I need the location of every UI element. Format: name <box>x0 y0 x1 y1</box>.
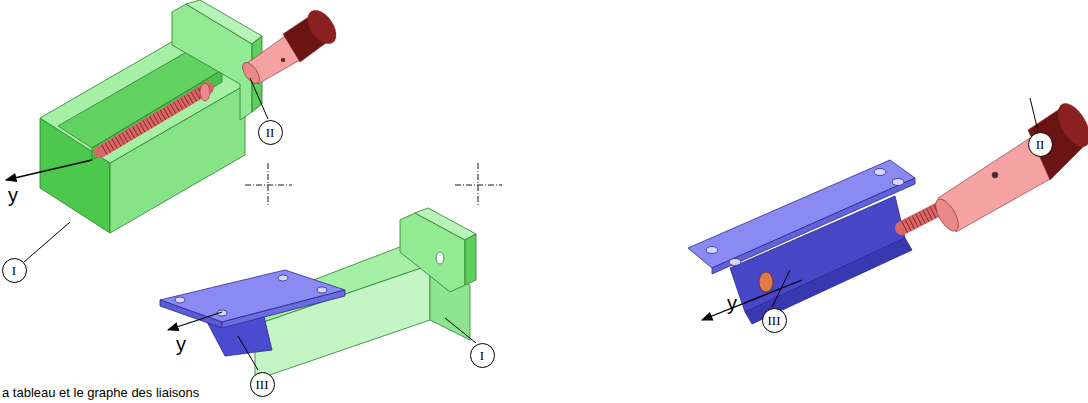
drawing-part <box>238 336 258 370</box>
drawing-part <box>931 195 963 234</box>
drawing-part <box>415 208 476 240</box>
drawing-part <box>92 70 222 160</box>
drawing-part <box>24 222 70 262</box>
callout-number: III <box>256 378 269 391</box>
drawing-part <box>712 178 915 274</box>
drawing-part <box>706 247 718 254</box>
callout-number: I <box>480 349 484 362</box>
drawing-part <box>317 287 327 293</box>
axis-label: y <box>727 292 737 314</box>
drawing-part <box>1052 98 1088 152</box>
leader-line <box>24 78 1038 370</box>
drawing-part <box>436 252 444 264</box>
drawing-part <box>168 312 222 330</box>
drawing-part <box>688 160 915 268</box>
drawing-part <box>222 290 345 328</box>
callout-circle: I <box>470 343 495 368</box>
drawing-part <box>455 185 502 186</box>
screw <box>759 206 945 292</box>
drawing-part <box>892 179 904 186</box>
callout-number: II <box>1036 138 1045 151</box>
callout-circle: II <box>1028 132 1053 157</box>
drawing-part <box>278 275 288 281</box>
axis-label: y <box>8 184 18 206</box>
drawing-part <box>200 83 210 101</box>
drawing-part <box>268 163 269 207</box>
screw <box>100 83 210 152</box>
callout-circle: III <box>250 372 275 397</box>
drawing-part <box>175 297 185 303</box>
blue-slider <box>160 270 345 356</box>
drawing-part <box>104 90 205 150</box>
drawing-part <box>874 169 886 176</box>
callout-circle: III <box>762 308 787 333</box>
drawing-part <box>6 160 92 180</box>
axis-arrow <box>6 160 802 330</box>
center-mark <box>245 163 502 207</box>
drawing-part <box>729 259 741 266</box>
drawing-part <box>239 60 263 87</box>
axis-label: y <box>176 333 186 355</box>
drawing-part <box>250 78 268 119</box>
note-text: a tableau et le graphe des liaisons <box>2 386 199 400</box>
drawing-part <box>245 185 292 186</box>
drawing-part <box>759 272 773 292</box>
drawing-part <box>702 280 802 320</box>
callout-number: II <box>266 126 275 139</box>
green-body <box>40 0 262 233</box>
knob <box>931 98 1088 234</box>
callout-circle: I <box>2 258 27 283</box>
drawing-part <box>772 270 790 307</box>
drawing-part <box>100 88 208 152</box>
drawing-part <box>281 58 285 62</box>
drawing-part <box>992 172 998 178</box>
callout-number: I <box>12 264 16 277</box>
drawing-part <box>160 300 222 328</box>
drawing-part <box>186 0 262 44</box>
callout-circle: II <box>258 120 283 145</box>
drawing-part <box>465 234 476 285</box>
drawing-part <box>478 163 479 207</box>
blue-slider <box>688 160 915 324</box>
knob <box>239 5 342 86</box>
drawing-part <box>1030 98 1038 131</box>
drawing-part <box>445 318 476 343</box>
drawing-part <box>302 5 342 49</box>
callout-number: III <box>768 314 781 327</box>
